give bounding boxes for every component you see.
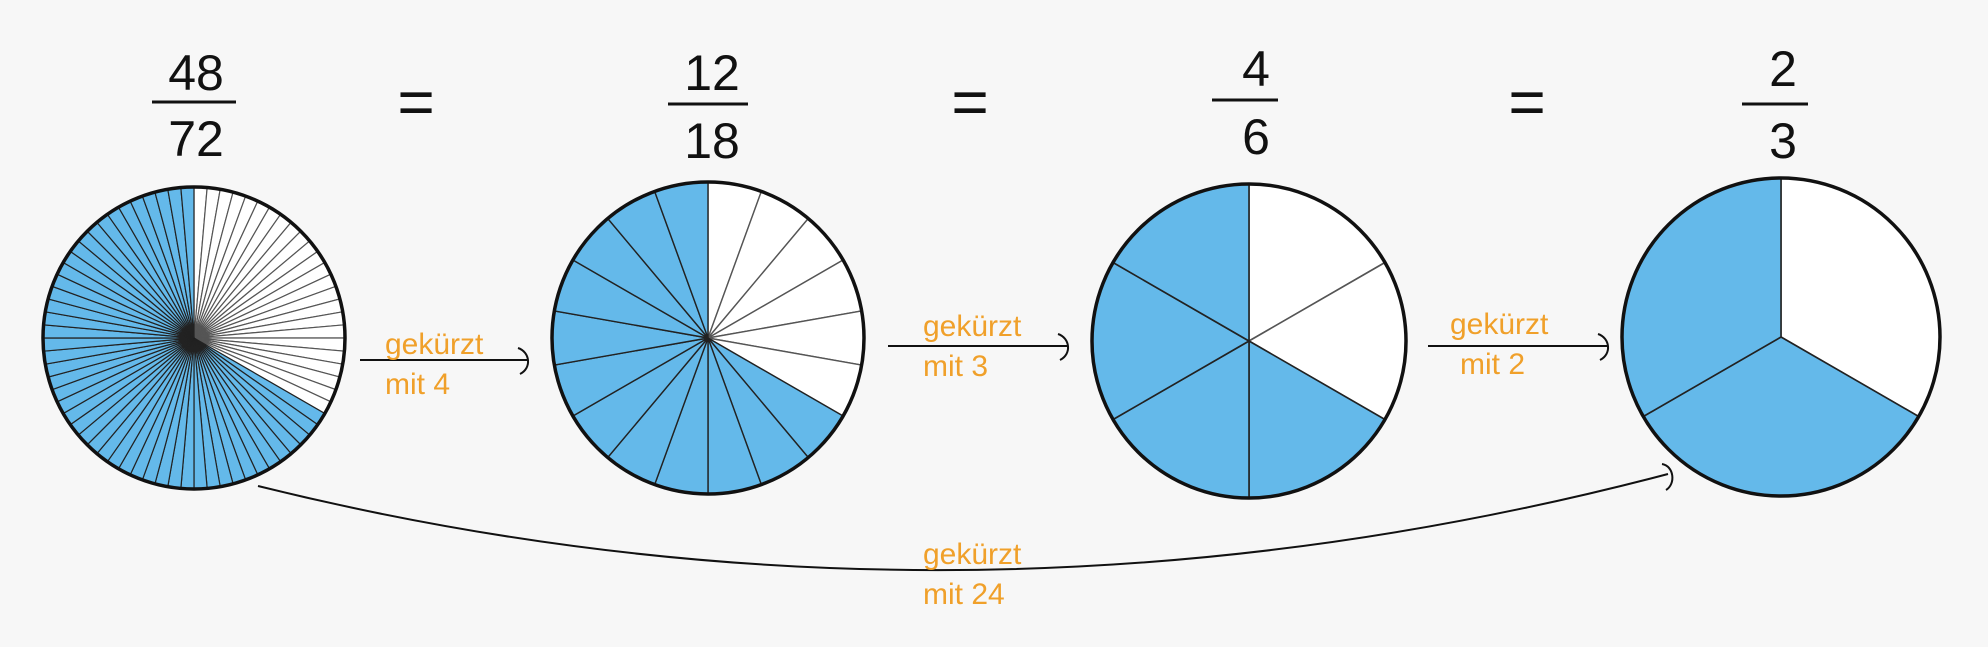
pie-chart-12-18 (550, 180, 866, 496)
fraction-3-numerator: 4 (1242, 41, 1270, 97)
fraction-1-denominator: 72 (168, 111, 224, 167)
fraction-1: 48 72 (152, 45, 236, 167)
fraction-3-denominator: 6 (1242, 109, 1270, 165)
arrow-4-curve (257, 473, 1669, 572)
fraction-4-numerator: 2 (1769, 41, 1797, 97)
arrow-1-head (517, 347, 529, 375)
arrow-2-head (1057, 333, 1069, 361)
fraction-2: 12 18 (668, 45, 748, 169)
reduction-2-line1: gekürzt (923, 310, 1022, 343)
arrow-reduce-2: gekürzt mit 3 (888, 310, 1069, 383)
pie-outline (1090, 182, 1408, 500)
reduction-4-line1: gekürzt (923, 538, 1022, 571)
equals-sign-1: = (397, 66, 434, 138)
fraction-1-numerator: 48 (168, 45, 224, 101)
pie-chart-48-72 (41, 185, 347, 491)
fraction-4: 2 3 (1742, 41, 1808, 169)
arrow-4-head (1661, 463, 1674, 491)
equals-sign-2: = (951, 66, 988, 138)
reduction-1-line1: gekürzt (385, 328, 484, 361)
reduction-4-line2: mit 24 (923, 578, 1005, 611)
reduction-3-line2: mit 2 (1460, 348, 1525, 381)
pie-chart-4-6 (1090, 182, 1408, 500)
reduction-3-line1: gekürzt (1450, 308, 1549, 341)
pie-outline (550, 180, 866, 496)
pie-outline (1620, 176, 1942, 498)
arrow-reduce-24: gekürzt mit 24 (257, 463, 1674, 611)
pie-outline (41, 185, 347, 491)
reduction-1-line2: mit 4 (385, 368, 450, 401)
fraction-2-numerator: 12 (684, 45, 740, 101)
arrow-3-head (1597, 333, 1609, 361)
equals-sign-3: = (1508, 66, 1545, 138)
arrow-reduce-3: gekürzt mit 2 (1428, 308, 1609, 381)
pie-chart-2-3 (1620, 176, 1942, 498)
reduction-2-line2: mit 3 (923, 350, 988, 383)
fraction-2-denominator: 18 (684, 113, 740, 169)
fraction-3: 4 6 (1212, 41, 1278, 165)
fraction-4-denominator: 3 (1769, 113, 1797, 169)
arrow-reduce-1: gekürzt mit 4 (360, 328, 529, 401)
